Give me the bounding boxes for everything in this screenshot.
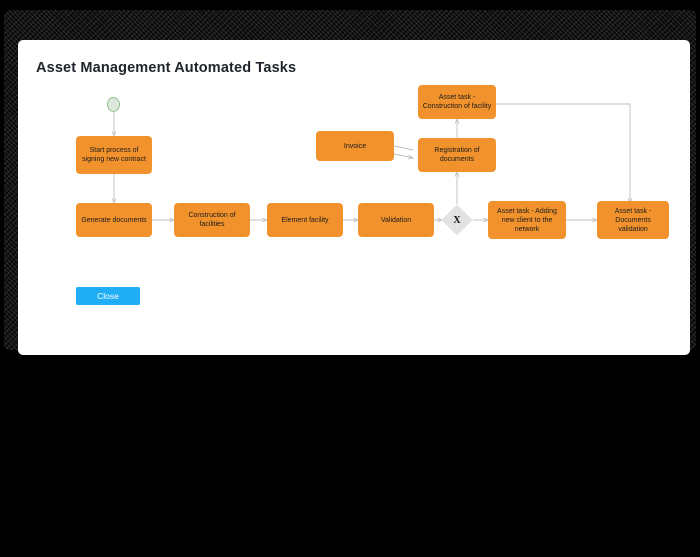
task-validation[interactable]: Validation [358, 203, 434, 237]
task-label: Construction of facilities [188, 212, 236, 228]
task-start-process[interactable]: Start process of signing new contract [76, 136, 152, 174]
task-construction-of-facilities[interactable]: Construction of facilities [174, 203, 250, 237]
task-documents-validation[interactable]: Asset task - Documents validation [597, 201, 669, 239]
modal-dialog: Asset Management Automated Tasks [18, 40, 690, 355]
task-label: Asset task - Documents validation [614, 207, 652, 233]
task-label: Start process of signing new contract [82, 147, 146, 163]
task-registration-of-documents[interactable]: Registration of documents [418, 138, 496, 172]
page-title: Asset Management Automated Tasks [36, 60, 297, 76]
start-event-icon [107, 97, 120, 112]
close-button[interactable]: Close [76, 287, 140, 305]
modal-frame: Asset Management Automated Tasks [4, 10, 696, 355]
diagram-edges [18, 103, 690, 355]
task-label: Invoice [343, 142, 367, 150]
task-adding-new-client[interactable]: Asset task - Adding new client to the ne… [488, 201, 566, 239]
task-label: Asset task - Construction of facility [422, 94, 492, 110]
task-label: Validation [380, 216, 412, 224]
task-label: Element facility [281, 216, 329, 224]
task-generate-documents[interactable]: Generate documents [76, 203, 152, 237]
task-invoice[interactable]: Invoice [316, 131, 394, 161]
task-label: Registration of documents [434, 147, 480, 163]
exclusive-gateway[interactable]: X [441, 204, 473, 236]
gateway-label: X [453, 214, 461, 226]
task-element-facility[interactable]: Element facility [267, 203, 343, 237]
task-label: Asset task - Adding new client to the ne… [497, 207, 557, 233]
process-diagram: Start process of signing new contract Ge… [18, 40, 690, 355]
task-construction-of-facility[interactable]: Asset task - Construction of facility [418, 85, 496, 119]
task-label: Generate documents [81, 216, 147, 224]
